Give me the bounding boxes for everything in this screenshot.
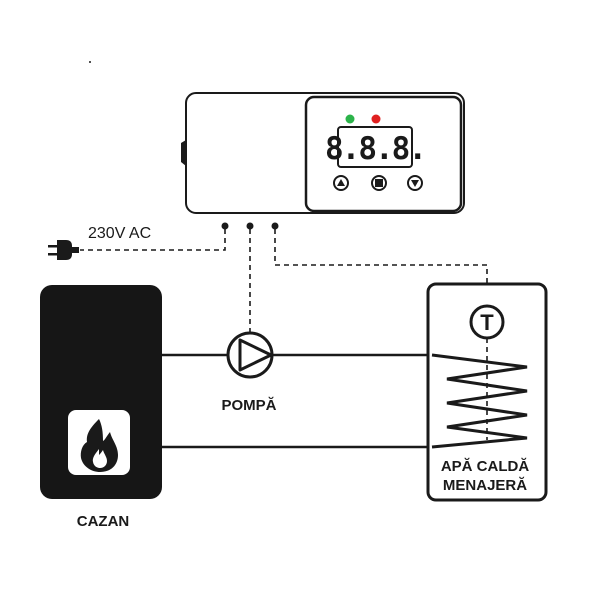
terminal-sensor	[271, 222, 279, 230]
down-icon	[411, 180, 419, 187]
flame-icon	[80, 419, 118, 472]
tank-label-line1: APĂ CALDĂ	[441, 458, 529, 475]
sensor-label: T	[480, 310, 494, 335]
plug-icon	[48, 240, 79, 260]
display-value: 8.8.8.	[325, 131, 425, 167]
boiler-label: CAZAN	[77, 513, 130, 530]
speck-dot	[89, 61, 91, 63]
tank-label-line2: MENAJERĂ	[443, 477, 527, 494]
set-icon	[375, 179, 383, 187]
pipes	[160, 353, 432, 449]
power-wire	[80, 229, 226, 251]
set-button[interactable]	[371, 175, 387, 191]
power-label: 230V AC	[88, 225, 151, 242]
down-button[interactable]	[407, 175, 423, 191]
pump-icon	[226, 331, 274, 379]
led-green-icon	[345, 114, 355, 124]
boiler	[40, 285, 162, 499]
hot-water-tank: T	[426, 282, 548, 502]
terminal-power	[221, 222, 229, 230]
terminal-pump	[246, 222, 254, 230]
up-button[interactable]	[333, 175, 349, 191]
wiring	[80, 229, 488, 334]
controller-side-tab	[181, 140, 186, 166]
led-red-icon	[371, 114, 381, 124]
sensor-wire	[274, 229, 488, 297]
controller-display	[337, 126, 413, 168]
coil-icon	[431, 353, 528, 449]
up-icon	[337, 179, 345, 186]
controller-unit: 8.8.8.	[181, 92, 465, 230]
pump-label: POMPĂ	[221, 397, 276, 414]
